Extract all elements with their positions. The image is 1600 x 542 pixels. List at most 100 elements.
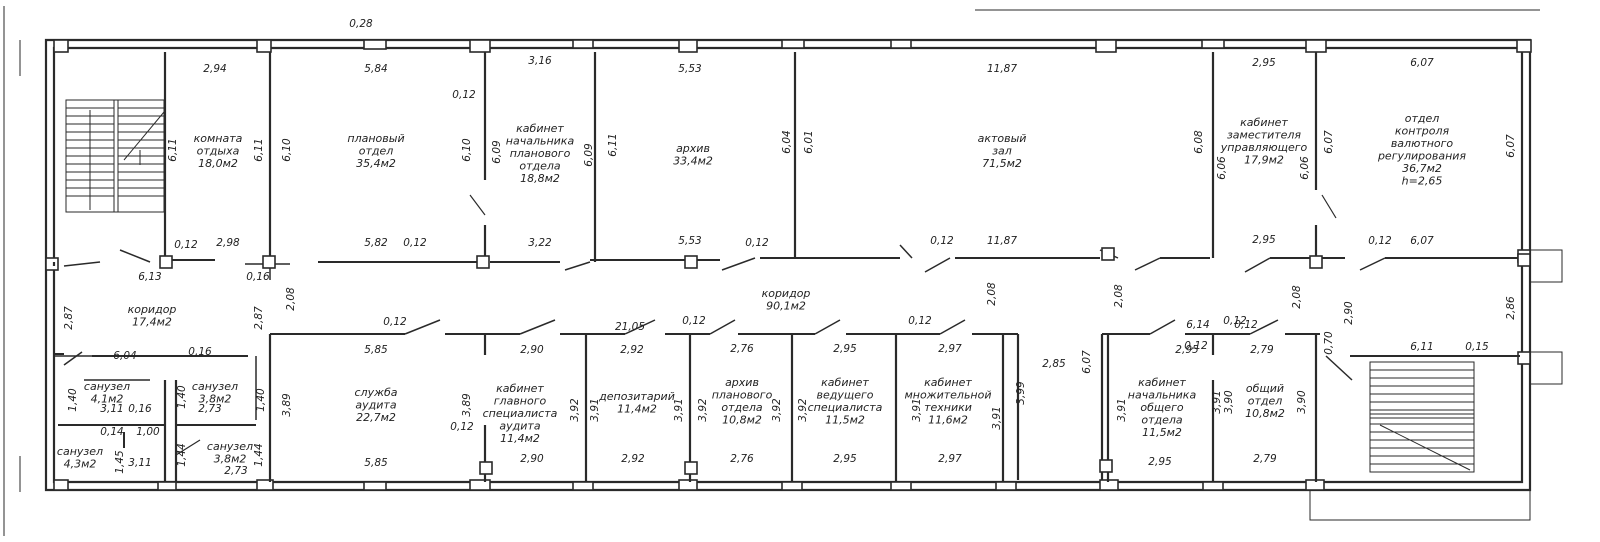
room-label-hall-0: актовый [978, 132, 1027, 145]
dimension-label: 2,76 [730, 343, 754, 355]
room-label-wc2-0: санузел [192, 380, 238, 393]
dimension-label: 3,91 [1116, 398, 1128, 421]
dimension-label: 6,08 [1193, 130, 1205, 154]
room-label-currency-3: регулирования [1377, 150, 1466, 163]
dimension-label: 0,16 [188, 346, 212, 358]
stair-left [65, 99, 165, 213]
dimension-label: 0,12 [403, 237, 427, 249]
room-label-rest-1: отдыха [197, 145, 240, 158]
dimension-label: 5,85 [364, 344, 388, 356]
wall-columns [45, 39, 1532, 491]
room-label-plan-head-0: кабинет [516, 122, 564, 135]
room-label-planning-2: 35,4м2 [356, 157, 396, 170]
room-labels: комнатаотдыха18,0м2плановыйотдел35,4м2ка… [57, 112, 1467, 471]
dimension-label: 1,45 [114, 450, 126, 474]
dimension-label: 6,10 [461, 138, 473, 162]
room-label-plan-archive-0: архив [725, 376, 759, 389]
room-label-wc3-0: санузел [57, 445, 103, 458]
stair-right [1369, 361, 1475, 473]
dimension-label: 1,40 [255, 388, 267, 412]
dimension-label: 5,84 [364, 63, 387, 75]
dimension-label: 2,08 [1291, 285, 1303, 309]
dimension-label: 3,92 [697, 398, 709, 422]
dimension-label: 3,91 [1211, 390, 1223, 413]
room-label-chief-audit-0: кабинет [496, 382, 544, 395]
dimension-label: 6,07 [1081, 350, 1093, 374]
outer-walls [19, 38, 1563, 521]
room-label-archive-1: 33,4м2 [673, 155, 713, 168]
room-label-rest-0: комната [194, 132, 243, 145]
dimension-label: 3,92 [797, 398, 809, 422]
room-label-corridor-left-1: 17,4м2 [132, 316, 172, 329]
dimension-label: 2,92 [620, 344, 644, 356]
room-label-general-head-2: общего [1140, 401, 1183, 414]
dimension-label: 3,92 [569, 398, 581, 422]
dimension-label: 5,53 [678, 63, 701, 75]
dimension-label: 0,12 [682, 315, 706, 327]
dimension-label: 11,87 [987, 63, 1017, 75]
room-label-plan-head-1: начальника [506, 135, 575, 148]
dimension-label: 0,16 [128, 403, 152, 415]
room-label-chief-audit-4: 11,4м2 [500, 432, 540, 445]
dimension-label: 3,22 [528, 237, 552, 249]
dimension-label: 2,90 [520, 453, 544, 465]
room-label-copy-room-2: техники [924, 401, 972, 414]
dimension-label: 6,04 [113, 350, 136, 362]
room-label-wc1-1: 4,1м2 [91, 393, 124, 406]
room-label-lead-spec-1: ведущего [816, 389, 873, 402]
dimension-label: 3,92 [771, 398, 783, 422]
dimension-label: 6,07 [1505, 134, 1517, 158]
room-label-wc1-0: санузел [84, 380, 130, 393]
dimension-label: 6,06 [1299, 156, 1311, 180]
dimension-label: 0,12 [1184, 340, 1208, 352]
dimension-label: 3,91 [911, 398, 923, 421]
room-label-general-head-1: начальника [1128, 389, 1197, 402]
dimension-label: 5,82 [364, 237, 388, 249]
dimension-label: 2,87 [63, 306, 75, 330]
dimension-label: 1,00 [136, 426, 160, 438]
room-label-wc2-1: 3,8м2 [199, 393, 232, 406]
dimension-label: 2,95 [833, 453, 857, 465]
dimension-label: 2,95 [1252, 234, 1276, 246]
dimension-label: 6,11 [1410, 341, 1433, 353]
dimension-label: 2,95 [1175, 344, 1199, 356]
dimension-label: 21,05 [615, 321, 645, 333]
dimension-label: 0,70 [1323, 331, 1335, 355]
dimension-label: 2,73 [198, 403, 221, 415]
room-label-general-0: общий [1246, 382, 1284, 395]
dimension-label: 2,95 [1148, 456, 1172, 468]
room-label-corridor-main-0: коридор [762, 287, 811, 300]
dimension-label: 1,40 [67, 388, 79, 412]
dimension-label: 6,14 [1186, 319, 1209, 331]
dimension-label: 3,91 [991, 406, 1003, 429]
dimension-label: 2,92 [621, 453, 645, 465]
dimension-label: 2,87 [253, 306, 265, 330]
room-label-hall-1: зал [992, 145, 1012, 158]
dimension-label: 2,73 [224, 465, 247, 477]
dimension-label: 2,97 [938, 453, 962, 465]
room-label-copy-room-3: 11,6м2 [928, 414, 968, 427]
room-label-lead-spec-0: кабинет [821, 376, 869, 389]
room-label-plan-head-4: 18,8м2 [520, 172, 560, 185]
dimension-label: 6,01 [803, 130, 815, 153]
dimension-label: 0,12 [383, 316, 407, 328]
dimension-label: 6,07 [1410, 57, 1434, 69]
dimension-label: 3,90 [1296, 390, 1308, 414]
room-label-general-1: отдел [1248, 395, 1283, 408]
dimension-label: 3,16 [528, 55, 552, 67]
room-label-wc3-1: 4,3м2 [64, 458, 97, 471]
dimension-label: 1,40 [176, 385, 188, 409]
room-label-chief-audit-3: аудита [499, 420, 540, 433]
dimension-label: 3,90 [1223, 390, 1235, 414]
dimension-label: 2,85 [1042, 358, 1066, 370]
room-label-corridor-main-1: 90,1м2 [766, 300, 806, 313]
room-label-general-head-4: 11,5м2 [1142, 426, 1182, 439]
dimension-label: 0,16 [246, 271, 270, 283]
dimension-label: 0,15 [1465, 341, 1489, 353]
dimension-label: 6,11 [607, 133, 619, 156]
room-label-planning-1: отдел [359, 145, 394, 158]
dimension-label: 0,12 [745, 237, 769, 249]
dimension-label: 0,12 [930, 235, 954, 247]
